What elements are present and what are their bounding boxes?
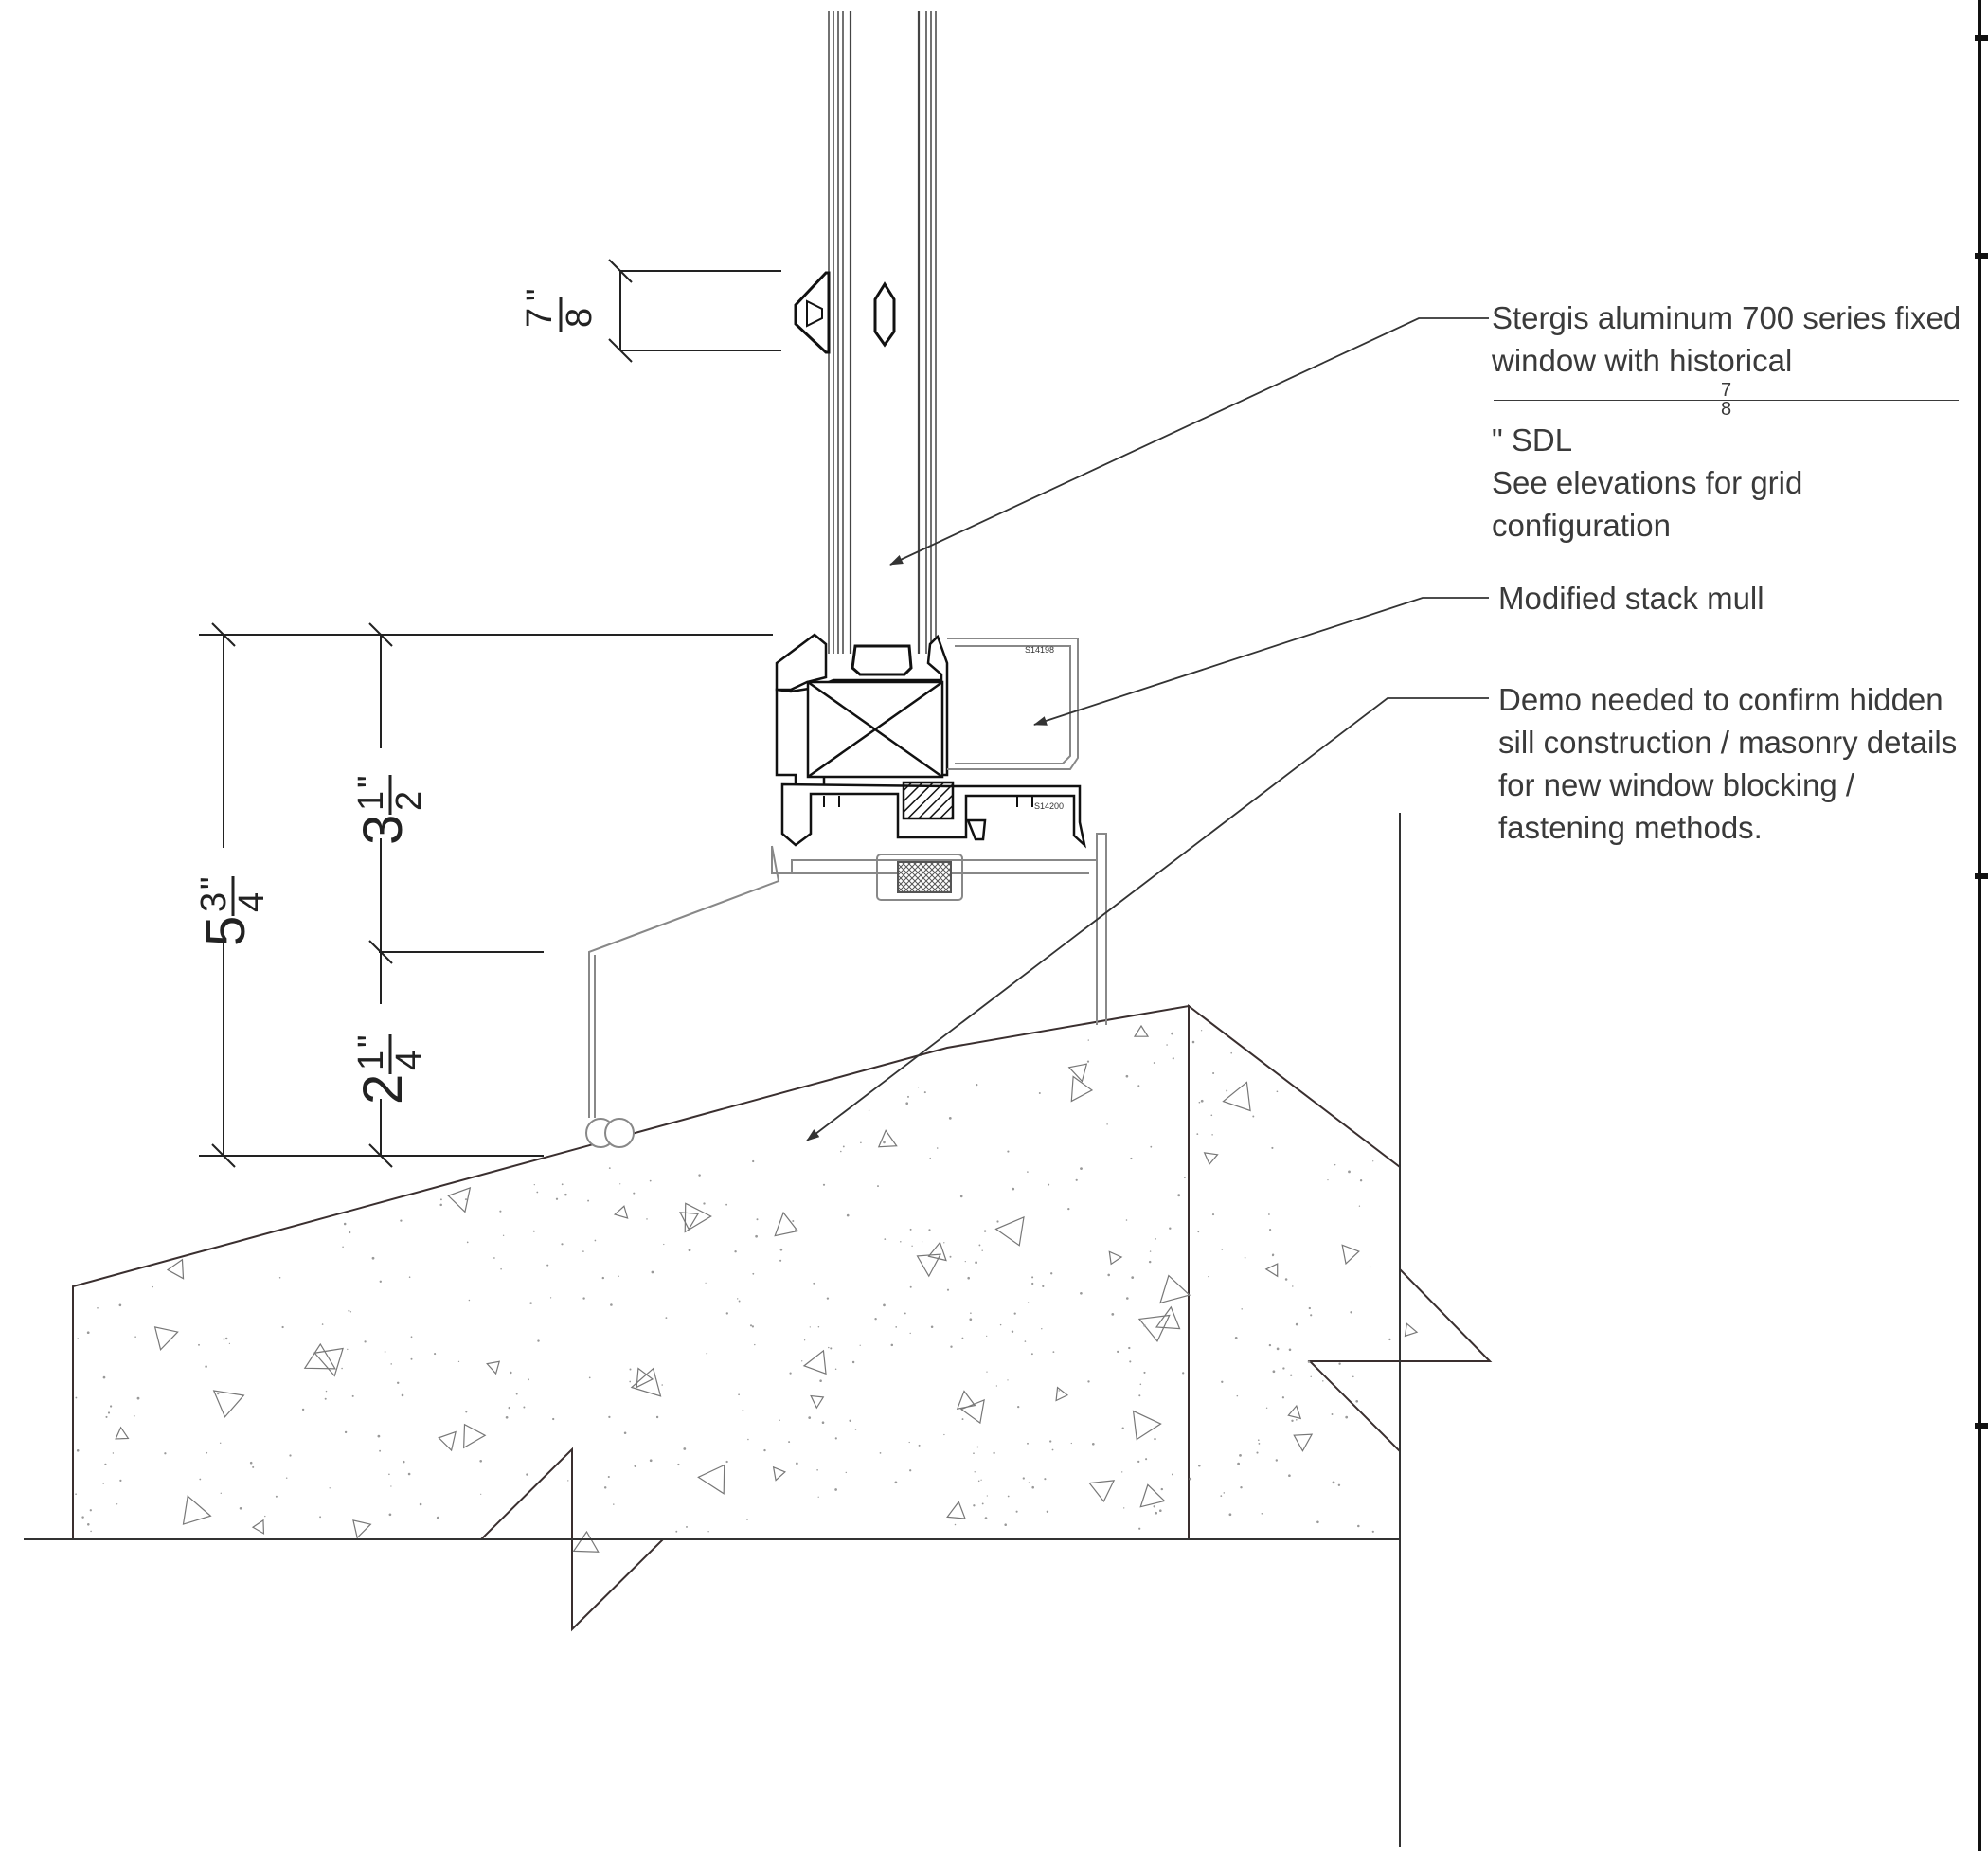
svg-text:4: 4 <box>389 1051 429 1070</box>
note-window: Stergis aluminum 700 series fixed window… <box>1492 300 1961 543</box>
insulated-glazing <box>828 11 937 654</box>
svg-text:2: 2 <box>389 791 429 811</box>
svg-text:5: 5 <box>195 916 257 946</box>
note-demo: Demo needed to confirm hidden sill const… <box>1498 682 1958 845</box>
svg-text:7: 7 <box>520 308 560 328</box>
svg-text:3: 3 <box>352 815 414 845</box>
leader-demo <box>806 697 1489 1141</box>
svg-text:": " <box>194 877 234 890</box>
svg-text:4: 4 <box>232 892 272 912</box>
svg-text:1: 1 <box>351 1051 391 1070</box>
leader-window <box>889 317 1489 566</box>
leader-lines <box>806 317 1489 1141</box>
svg-text:2: 2 <box>352 1074 414 1105</box>
svg-text:": " <box>520 289 560 302</box>
svg-text:": " <box>351 1035 391 1049</box>
svg-text:8: 8 <box>560 308 600 328</box>
dimension-glazing-bar: 7 " 8 <box>520 289 600 332</box>
dimension-lines <box>199 259 781 1168</box>
leader-mull <box>1033 597 1489 726</box>
dimension-upper: 3 1 " 2 <box>351 775 429 845</box>
profile-tag-lower: S14200 <box>1034 801 1064 811</box>
masonry-sill <box>72 1003 1493 1632</box>
note-mull: Modified stack mull <box>1498 581 1764 616</box>
dimension-overall: 5 3 " 4 <box>194 876 272 946</box>
svg-text:1: 1 <box>351 791 391 811</box>
svg-text:3: 3 <box>194 892 234 912</box>
stack-mull <box>585 638 1107 1148</box>
sdl-bar <box>794 271 896 354</box>
dimension-lower: 2 1 " 4 <box>351 1034 429 1105</box>
profile-tag-upper: S14198 <box>1025 645 1054 655</box>
svg-text:": " <box>351 776 391 789</box>
window-frame <box>775 633 1087 849</box>
